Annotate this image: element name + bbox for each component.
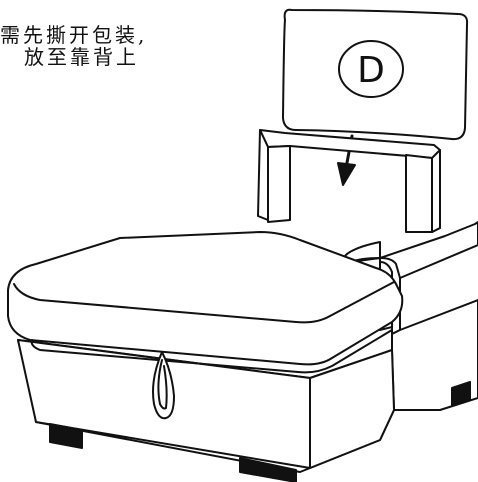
back-cushion-d: D [282,8,469,141]
cushion-label-circle [338,40,404,98]
storage-base [17,339,395,473]
strap-handle [152,351,175,420]
instruction-line-2: 放至靠背上 [24,45,139,69]
backrest-frame [257,129,441,233]
sofa-feet [49,381,471,482]
cushion-label: D [357,50,385,91]
seat-cushion [7,231,404,374]
instruction-line-1: 需先撕开包装, [0,23,148,47]
